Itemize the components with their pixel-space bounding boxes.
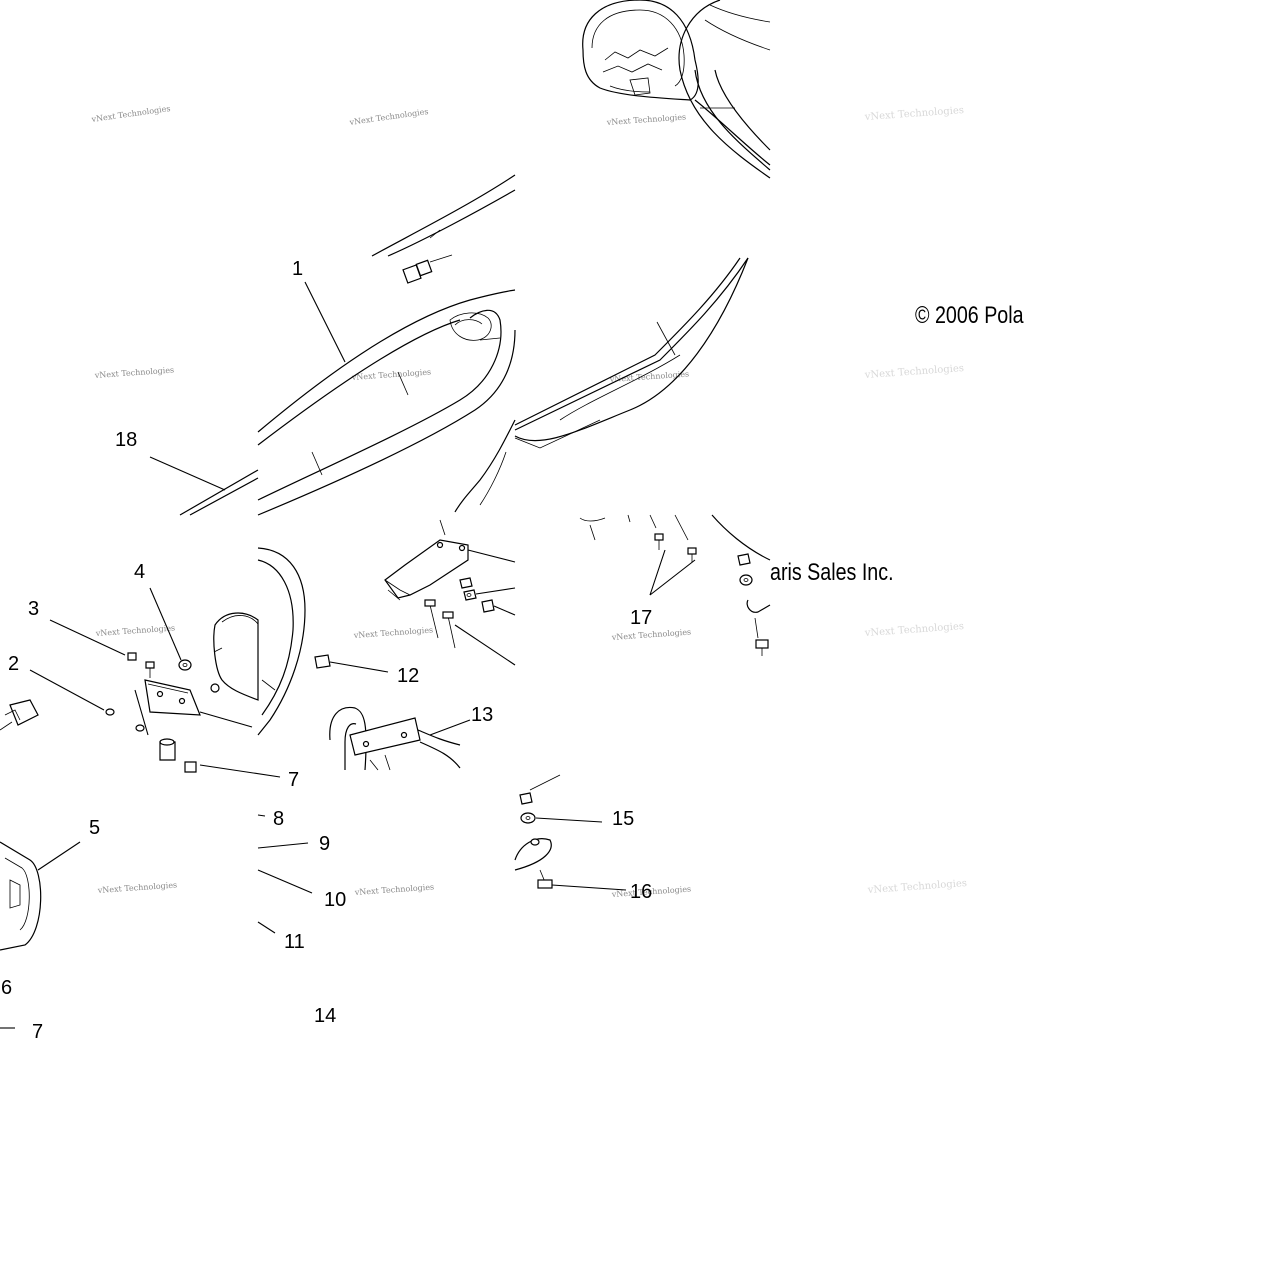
callout-4: 4 xyxy=(134,561,145,583)
callout-7: 7 xyxy=(288,769,299,791)
copyright-notice: © 2006 Pola aris Sales Inc. xyxy=(770,301,1024,585)
callout-18: 18 xyxy=(115,429,137,451)
watermark: vNext Technologies xyxy=(97,880,178,895)
grab-bar-drawing xyxy=(257,174,516,516)
watermark: vNext Technologies xyxy=(354,882,435,897)
tail-end-drawing xyxy=(582,0,771,179)
seat-edge-drawing xyxy=(514,257,749,449)
watermark: vNext Technologies xyxy=(94,365,175,380)
watermark: vNext Technologies xyxy=(863,363,964,381)
callout-12: 12 xyxy=(397,665,419,687)
bottom-hardware-drawing xyxy=(514,774,627,891)
callout-13: 13 xyxy=(471,704,493,726)
grab-bar-hardware-drawing xyxy=(257,519,516,771)
callout-15: 15 xyxy=(612,808,634,830)
callout-1: 1 xyxy=(292,258,303,280)
callout-9: 9 xyxy=(319,833,330,855)
watermark: vNext Technologies xyxy=(353,625,434,640)
leader-lines xyxy=(0,814,313,1029)
callout-7-lower: 7 xyxy=(32,1021,43,1043)
callout-5: 5 xyxy=(89,817,100,839)
copyright-text-part1: © 2006 Pola xyxy=(915,301,1024,328)
watermark-layer: vNext Technologies vNext Technologies vN… xyxy=(90,104,967,899)
callout-14: 14 xyxy=(314,1005,336,1027)
trim-strip-drawing xyxy=(149,456,259,516)
watermark: vNext Technologies xyxy=(90,104,171,124)
fastener-set-drawing xyxy=(579,514,771,656)
watermark: vNext Technologies xyxy=(348,107,429,127)
callout-10: 10 xyxy=(324,889,346,911)
callout-16: 16 xyxy=(630,881,652,903)
watermark: vNext Technologies xyxy=(606,112,687,127)
watermark: vNext Technologies xyxy=(863,621,964,639)
callout-3: 3 xyxy=(28,598,39,620)
watermark: vNext Technologies xyxy=(351,367,432,382)
copyright-text-part2: aris Sales Inc. xyxy=(770,558,894,585)
callout-2: 2 xyxy=(8,653,19,675)
watermark: vNext Technologies xyxy=(866,878,967,896)
taillight-bracket-drawing xyxy=(0,587,281,951)
callout-11: 11 xyxy=(284,931,305,953)
callout-labels: 1 2 3 4 5 6 7 7 8 9 10 11 12 13 14 15 16… xyxy=(1,258,652,1043)
watermark: vNext Technologies xyxy=(611,627,692,642)
callout-17: 17 xyxy=(630,607,652,629)
watermark: vNext Technologies xyxy=(863,105,964,123)
watermark: vNext Technologies xyxy=(95,623,176,638)
callout-6: 6 xyxy=(1,977,12,999)
callout-8: 8 xyxy=(273,808,284,830)
